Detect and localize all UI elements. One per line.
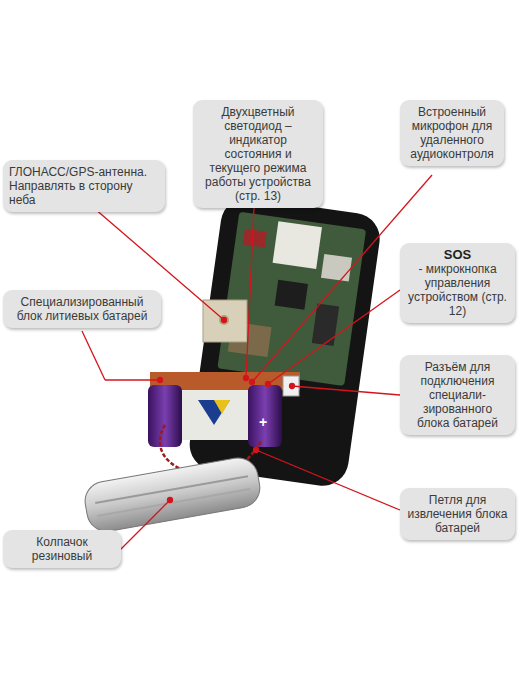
callout-text: Разъём для подключения специали- зирован… — [406, 360, 509, 430]
callout-text: - микрокнопка управления устройством (ст… — [406, 262, 509, 318]
callout-box: Разъём для подключения специали- зирован… — [400, 355, 515, 435]
leader-lines — [80, 175, 432, 552]
callout-text: Двухцветный светодиод –индикатор состоян… — [199, 105, 317, 203]
battery-cell — [248, 385, 282, 447]
device-body — [186, 194, 383, 489]
callout-text: ГЛОНАСС/GPS-антенна. Направлять в сторон… — [9, 165, 159, 207]
callout-box: Двухцветный светодиод –индикатор состоян… — [193, 100, 323, 208]
callout-box: Специализированный блок литиевых батарей — [3, 290, 161, 328]
callout-text: Встроенный микрофон для удаленного аудио… — [406, 105, 498, 161]
callout-text: Специализированный блок литиевых батарей — [9, 295, 155, 323]
battery-cell — [148, 385, 182, 447]
callout-text: Колпачок резиновый — [9, 535, 115, 563]
battery-logo — [198, 400, 230, 425]
battery-logo — [214, 400, 230, 414]
callout-box: SOS- микрокнопка управления устройством … — [400, 243, 515, 323]
callout-text: Петля для извлечения блока батарей — [406, 493, 509, 535]
battery-board — [182, 390, 248, 440]
gps-antenna — [203, 300, 247, 342]
callout-text: SOS — [406, 248, 509, 262]
callout-box: Колпачок резиновый — [3, 530, 121, 568]
polarity-mark: + — [259, 414, 267, 430]
rubber-cap — [82, 455, 263, 535]
callout-box: Петля для извлечения блока батарей — [400, 488, 515, 540]
callout-box: ГЛОНАСС/GPS-антенна. Направлять в сторон… — [3, 160, 165, 212]
callout-box: Встроенный микрофон для удаленного аудио… — [400, 100, 504, 166]
